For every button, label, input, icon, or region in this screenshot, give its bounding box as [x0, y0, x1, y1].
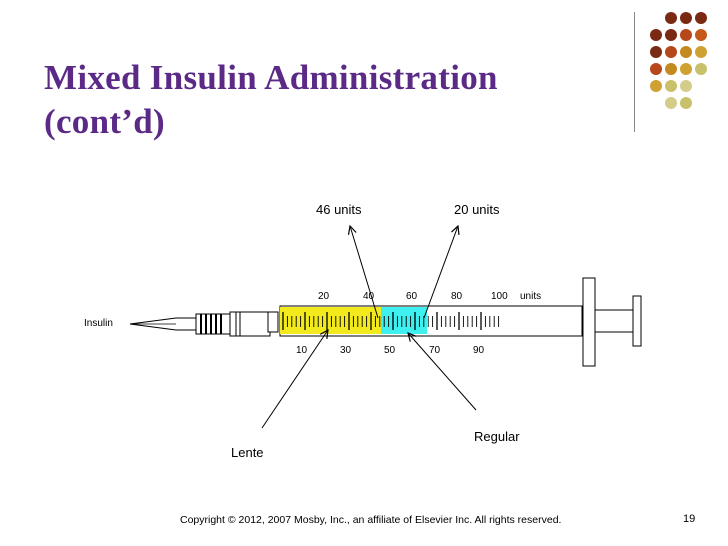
decorative-dot — [680, 29, 692, 41]
label-20-units: 20 units — [454, 202, 500, 217]
bottom-scale-90: 90 — [473, 345, 485, 356]
top-scale-80: 80 — [451, 291, 463, 302]
page-title: Mixed Insulin Administration (cont’d) — [44, 56, 498, 144]
top-scale-20: 20 — [318, 291, 330, 302]
arrow-46-units — [350, 226, 379, 319]
needle — [129, 311, 279, 337]
units-label: units — [520, 291, 541, 302]
title-line-1: Mixed Insulin Administration — [44, 58, 498, 97]
decorative-dot — [665, 12, 677, 24]
insulin-label: Insulin — [84, 318, 113, 329]
decorative-dot — [695, 63, 707, 75]
lente-fill — [280, 307, 381, 334]
decorative-dot — [680, 46, 692, 58]
decorative-dot — [650, 80, 662, 92]
bottom-scale-30: 30 — [340, 345, 352, 356]
decorative-dot — [695, 46, 707, 58]
arrow-20-units — [423, 226, 458, 319]
bottom-scale-10: 10 — [296, 345, 308, 356]
copyright-footer: Copyright © 2012, 2007 Mosby, Inc., an a… — [180, 514, 562, 526]
decorative-dot — [680, 63, 692, 75]
decorative-divider — [634, 12, 635, 132]
decorative-dot — [695, 29, 707, 41]
top-scale-40: 40 — [363, 291, 375, 302]
decorative-dot — [650, 29, 662, 41]
decorative-dot — [680, 97, 692, 109]
decorative-dot — [665, 80, 677, 92]
scale-ticks — [282, 312, 500, 330]
decorative-dot — [650, 63, 662, 75]
decorative-dot-grid — [650, 12, 707, 109]
arrow-lente — [261, 330, 328, 429]
label-regular: Regular — [474, 429, 520, 444]
title-line-2: (cont’d) — [44, 102, 165, 141]
top-scale-60: 60 — [406, 291, 418, 302]
bottom-scale-70: 70 — [429, 345, 441, 356]
page-number: 19 — [683, 513, 696, 525]
decorative-dot — [665, 29, 677, 41]
decorative-dot — [665, 97, 677, 109]
plunger — [581, 277, 642, 367]
decorative-dot — [650, 46, 662, 58]
decorative-dot — [665, 63, 677, 75]
arrow-regular — [408, 333, 477, 411]
label-lente: Lente — [231, 445, 264, 460]
top-scale-100: 100 — [491, 291, 508, 302]
bottom-scale-50: 50 — [384, 345, 396, 356]
decorative-dot — [665, 46, 677, 58]
decorative-dot — [695, 12, 707, 24]
decorative-dot — [680, 12, 692, 24]
decorative-dot — [680, 80, 692, 92]
regular-fill — [381, 307, 427, 334]
syringe-barrel — [279, 305, 583, 337]
label-46-units: 46 units — [316, 202, 362, 217]
